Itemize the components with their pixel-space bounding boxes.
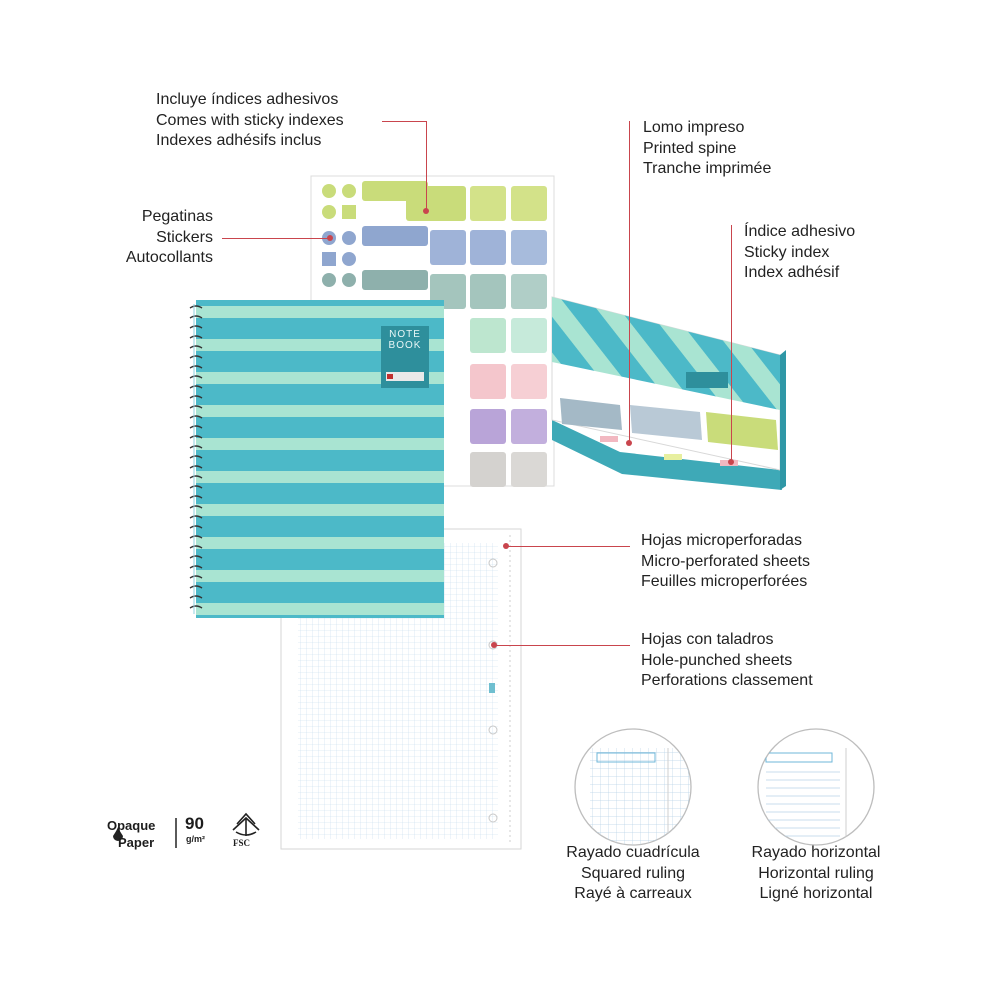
callout-microperforated: Hojas microperforadas Micro-perforated s… [641,532,810,590]
callout-printed-spine: Lomo impreso Printed spine Tranche impri… [643,119,772,177]
leader-microperforated-dot [503,543,509,549]
notebook-cover [189,300,444,618]
ruling-horizontal-label: Rayado horizontal Horizontal ruling Lign… [751,844,881,902]
leader-holepunched [494,645,630,646]
paper-weight-unit: g/m² [186,834,205,844]
leader-indexes-v [426,121,427,211]
callout-sticky-indexes: Incluye índices adhesivos Comes with sti… [156,91,344,149]
fsc-tree-icon [232,812,260,836]
water-drop-icon [113,827,123,841]
leader-spine-dot [626,440,632,446]
opaque-paper-badge: Opaque Paper [107,818,156,850]
leader-indexes [382,121,426,122]
leader-indexes-dot [423,208,429,214]
leader-stickers [222,238,330,239]
leader-spine [629,121,630,443]
callout-sticky-index: Índice adhesivo Sticky index Index adhés… [744,223,856,281]
leader-sticky-index [731,225,732,462]
leader-microperforated [506,546,630,547]
paper-weight: 90 [185,814,204,833]
fsc-label: FSC [233,838,251,848]
leader-stickers-dot [327,235,333,241]
callout-stickers: Pegatinas Stickers Autocollants [125,208,213,266]
squared-ruling-circle [574,728,692,846]
leader-sticky-index-dot [728,459,734,465]
ruling-squared-label: Rayado cuadrícula Squared ruling Rayé à … [566,844,700,902]
horizontal-ruling-circle [757,728,875,846]
cover-title: NOTE BOOK [388,329,422,351]
leader-holepunched-dot [491,642,497,648]
callout-holepunched: Hojas con taladros Hole-punched sheets P… [641,631,813,689]
open-notebook [551,296,786,490]
